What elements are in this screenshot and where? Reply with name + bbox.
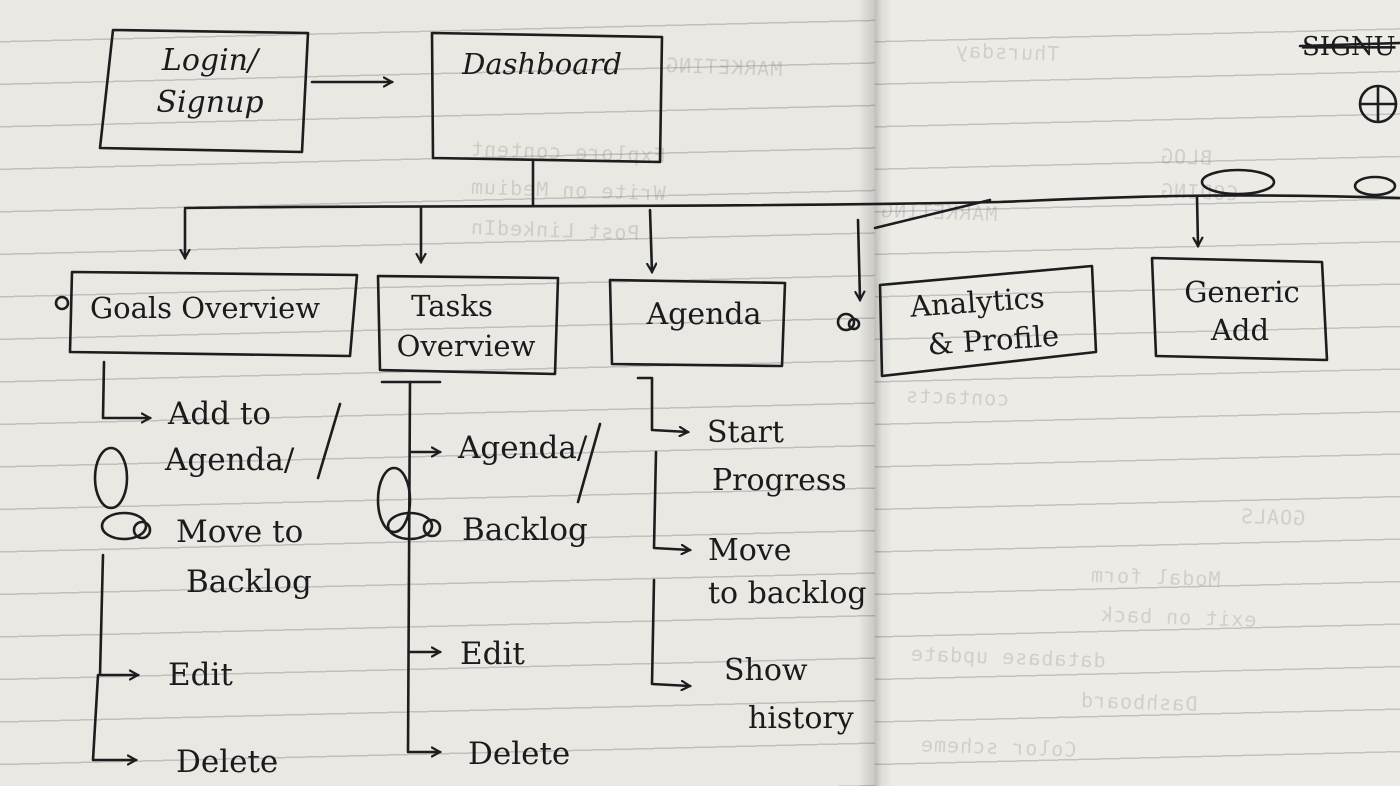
node-box <box>376 274 560 376</box>
action-label: Agenda/ <box>457 430 588 466</box>
arrow-agenda-show-history <box>650 578 690 686</box>
bullet-scribble <box>54 295 70 311</box>
ink-loop-mark <box>386 511 434 541</box>
action-label: Edit <box>460 636 525 672</box>
action-label: Move <box>708 533 791 568</box>
node-generic-add: Generic Add <box>1150 256 1329 362</box>
slash-stroke <box>576 422 602 504</box>
node-box <box>68 270 359 358</box>
node-box <box>1150 256 1329 362</box>
arrow-agenda-move-to-backlog <box>652 450 690 550</box>
node-label: Tasks <box>411 289 493 323</box>
action-label: Backlog <box>186 564 312 600</box>
node-goals-overview: Goals Overview <box>68 270 359 358</box>
arrow-to-generic-add <box>1197 194 1198 246</box>
node-label: Analytics <box>908 280 1046 323</box>
action-label: Move to <box>176 514 303 550</box>
node-box <box>608 278 787 368</box>
arrow-goals-edit <box>98 553 138 675</box>
node-label: Overview <box>397 329 536 363</box>
node-label: Add <box>1210 313 1269 347</box>
branch-bus-line <box>183 194 1400 210</box>
node-box <box>430 31 664 164</box>
node-login-signup: Login/ Signup <box>98 28 310 154</box>
crossed-out-heading: SIGNU <box>1302 32 1396 62</box>
action-label: Start <box>707 415 784 450</box>
action-label: Backlog <box>462 512 588 548</box>
node-label: Goals Overview <box>90 291 320 325</box>
node-dashboard: Dashboard <box>430 31 664 164</box>
node-analytics-profile: Analytics & Profile <box>878 264 1098 378</box>
bullet-scribble <box>422 518 442 538</box>
ink-loop-mark <box>376 466 412 534</box>
bullet-scribble <box>836 312 856 332</box>
node-box <box>98 28 310 154</box>
ink-loop-mark <box>1353 175 1397 197</box>
node-label: Generic <box>1184 275 1300 309</box>
node-label: Dashboard <box>461 47 622 81</box>
action-label: Delete <box>468 736 570 772</box>
node-label: Agenda <box>645 297 761 332</box>
ink-loop-mark <box>100 511 148 541</box>
action-label: Progress <box>712 463 847 498</box>
action-label: to backlog <box>708 576 867 611</box>
arrow-to-analytics <box>858 218 860 300</box>
node-label: Signup <box>156 85 263 120</box>
notebook-gutter <box>858 0 892 786</box>
action-label: history <box>748 701 854 736</box>
node-box <box>878 264 1098 378</box>
action-label: Add to <box>167 396 271 432</box>
tasks-actions-trunk <box>406 380 440 752</box>
action-label: Show <box>724 653 808 688</box>
notebook-right-page <box>875 0 1400 786</box>
arrow-to-agenda <box>650 208 652 272</box>
node-tasks-overview: Tasks Overview <box>376 274 560 376</box>
ink-stroke <box>873 198 992 230</box>
ink-loop-mark <box>1200 168 1276 196</box>
bullet-scribble <box>847 317 861 331</box>
bullet-scribble <box>132 520 152 540</box>
node-label: Login/ <box>161 43 261 78</box>
arrow-agenda-start-progress <box>636 376 688 432</box>
strike-through-line <box>1298 41 1400 48</box>
notebook-left-page <box>0 0 875 786</box>
action-label: Delete <box>176 744 278 780</box>
action-label: Agenda/ <box>164 442 295 478</box>
arrow-goals-add-to-agenda <box>101 360 150 418</box>
arrow-goals-delete <box>91 673 136 760</box>
node-agenda: Agenda <box>608 278 787 368</box>
slash-stroke <box>316 402 342 480</box>
action-label: Edit <box>168 657 233 693</box>
ink-loop-mark <box>93 446 129 510</box>
node-label: & Profile <box>926 318 1060 361</box>
